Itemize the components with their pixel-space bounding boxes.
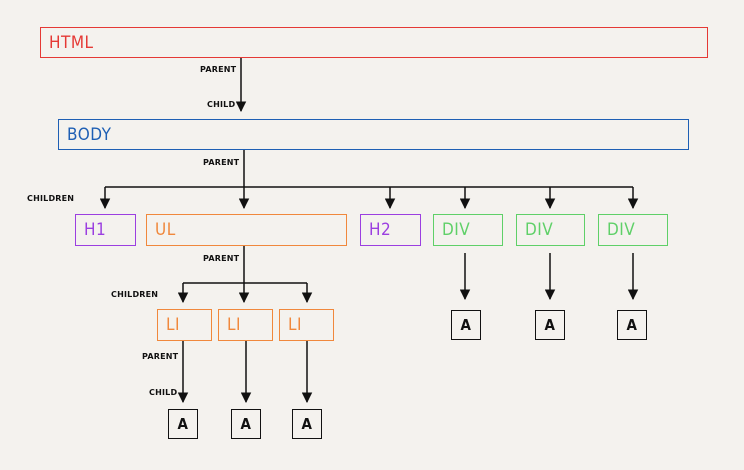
node-a-li-2: A [231, 409, 261, 439]
node-li-2: LI [218, 309, 273, 341]
node-a-div-1: A [451, 310, 481, 340]
label-child-li: CHILD [149, 388, 178, 397]
label-parent-ul: PARENT [203, 254, 240, 263]
node-div-3: DIV [598, 214, 668, 246]
node-a-li-1: A [168, 409, 198, 439]
node-div-2: DIV [516, 214, 585, 246]
node-a-div-2: A [535, 310, 565, 340]
node-body: BODY [58, 119, 689, 150]
label-child-body: CHILD [207, 100, 236, 109]
node-html: HTML [40, 27, 708, 58]
node-a-li-3: A [292, 409, 322, 439]
node-h2: H2 [360, 214, 421, 246]
label-children-body: CHILDREN [27, 194, 75, 203]
label-children-ul: CHILDREN [111, 290, 159, 299]
label-parent-html: PARENT [200, 65, 237, 74]
label-parent-body: PARENT [203, 158, 240, 167]
node-a-div-3: A [617, 310, 647, 340]
label-parent-li: PARENT [142, 352, 179, 361]
node-li-3: LI [279, 309, 334, 341]
node-ul: UL [146, 214, 347, 246]
node-h1: H1 [75, 214, 136, 246]
node-li-1: LI [157, 309, 212, 341]
node-div-1: DIV [433, 214, 503, 246]
